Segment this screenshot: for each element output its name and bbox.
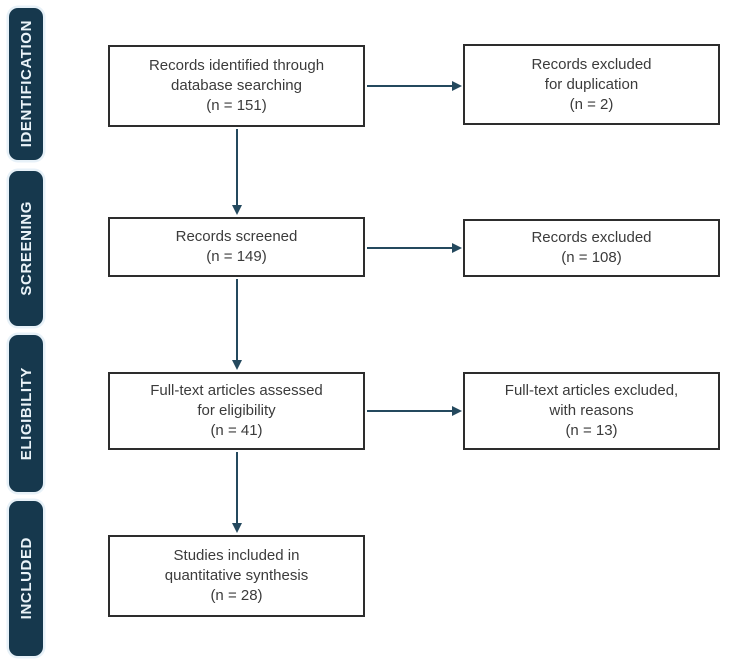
box-excluded-duplication-count: (n = 2) — [569, 95, 614, 113]
box-excluded-duplication: Records excluded for duplication (n = 2) — [463, 44, 720, 125]
stage-included-label: INCLUDED — [17, 537, 35, 620]
box-fulltext-excluded-line: Full-text articles excluded, — [504, 382, 679, 399]
stage-eligibility-label: ELIGIBILITY — [17, 366, 35, 461]
box-records-identified: Records identified through database sear… — [108, 45, 365, 127]
box-records-screened: Records screened (n = 149) — [108, 217, 365, 277]
box-records-excluded: Records excluded (n = 108) — [463, 219, 720, 277]
box-fulltext-assessed: Full-text articles assessed for eligibil… — [108, 372, 365, 450]
stage-identification-label: IDENTIFICATION — [17, 20, 35, 148]
box-studies-included: Studies included in quantitative synthes… — [108, 535, 365, 617]
box-studies-included-line: Studies included in — [173, 547, 300, 564]
box-excluded-duplication-line: Records excluded — [531, 55, 652, 73]
box-fulltext-assessed-count: (n = 41) — [210, 422, 263, 439]
box-records-excluded-line: Records excluded — [531, 229, 652, 246]
box-records-identified-line: database searching — [171, 77, 302, 94]
stage-identification: IDENTIFICATION — [9, 8, 43, 160]
box-fulltext-excluded: Full-text articles excluded, with reason… — [463, 372, 720, 450]
stage-screening: SCREENING — [9, 171, 43, 326]
box-fulltext-excluded-count: (n = 13) — [565, 422, 618, 439]
box-records-excluded-count: (n = 108) — [561, 249, 622, 266]
stage-screening-label: SCREENING — [17, 201, 35, 296]
box-studies-included-line: quantitative synthesis — [164, 567, 309, 584]
box-studies-included-count: (n = 28) — [210, 587, 263, 604]
box-records-identified-line: Records identified through — [148, 57, 325, 74]
box-fulltext-assessed-line: Full-text articles assessed — [150, 382, 323, 399]
box-fulltext-assessed-line: for eligibility — [197, 402, 276, 419]
box-records-identified-count: (n = 151) — [206, 97, 267, 114]
stage-included: INCLUDED — [9, 501, 43, 656]
stage-eligibility: ELIGIBILITY — [9, 335, 43, 492]
box-excluded-duplication-line: for duplication — [544, 75, 639, 93]
box-records-screened-line: Records screened — [175, 228, 298, 245]
box-fulltext-excluded-line: with reasons — [549, 402, 634, 419]
box-records-screened-count: (n = 149) — [206, 248, 267, 265]
